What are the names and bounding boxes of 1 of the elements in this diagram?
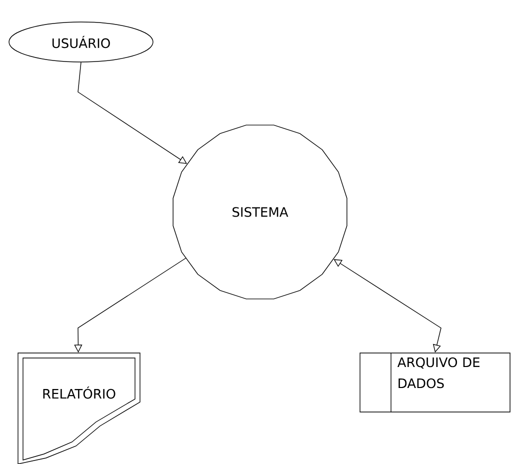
data-store: ARQUIVO DE DADOS <box>360 352 510 412</box>
